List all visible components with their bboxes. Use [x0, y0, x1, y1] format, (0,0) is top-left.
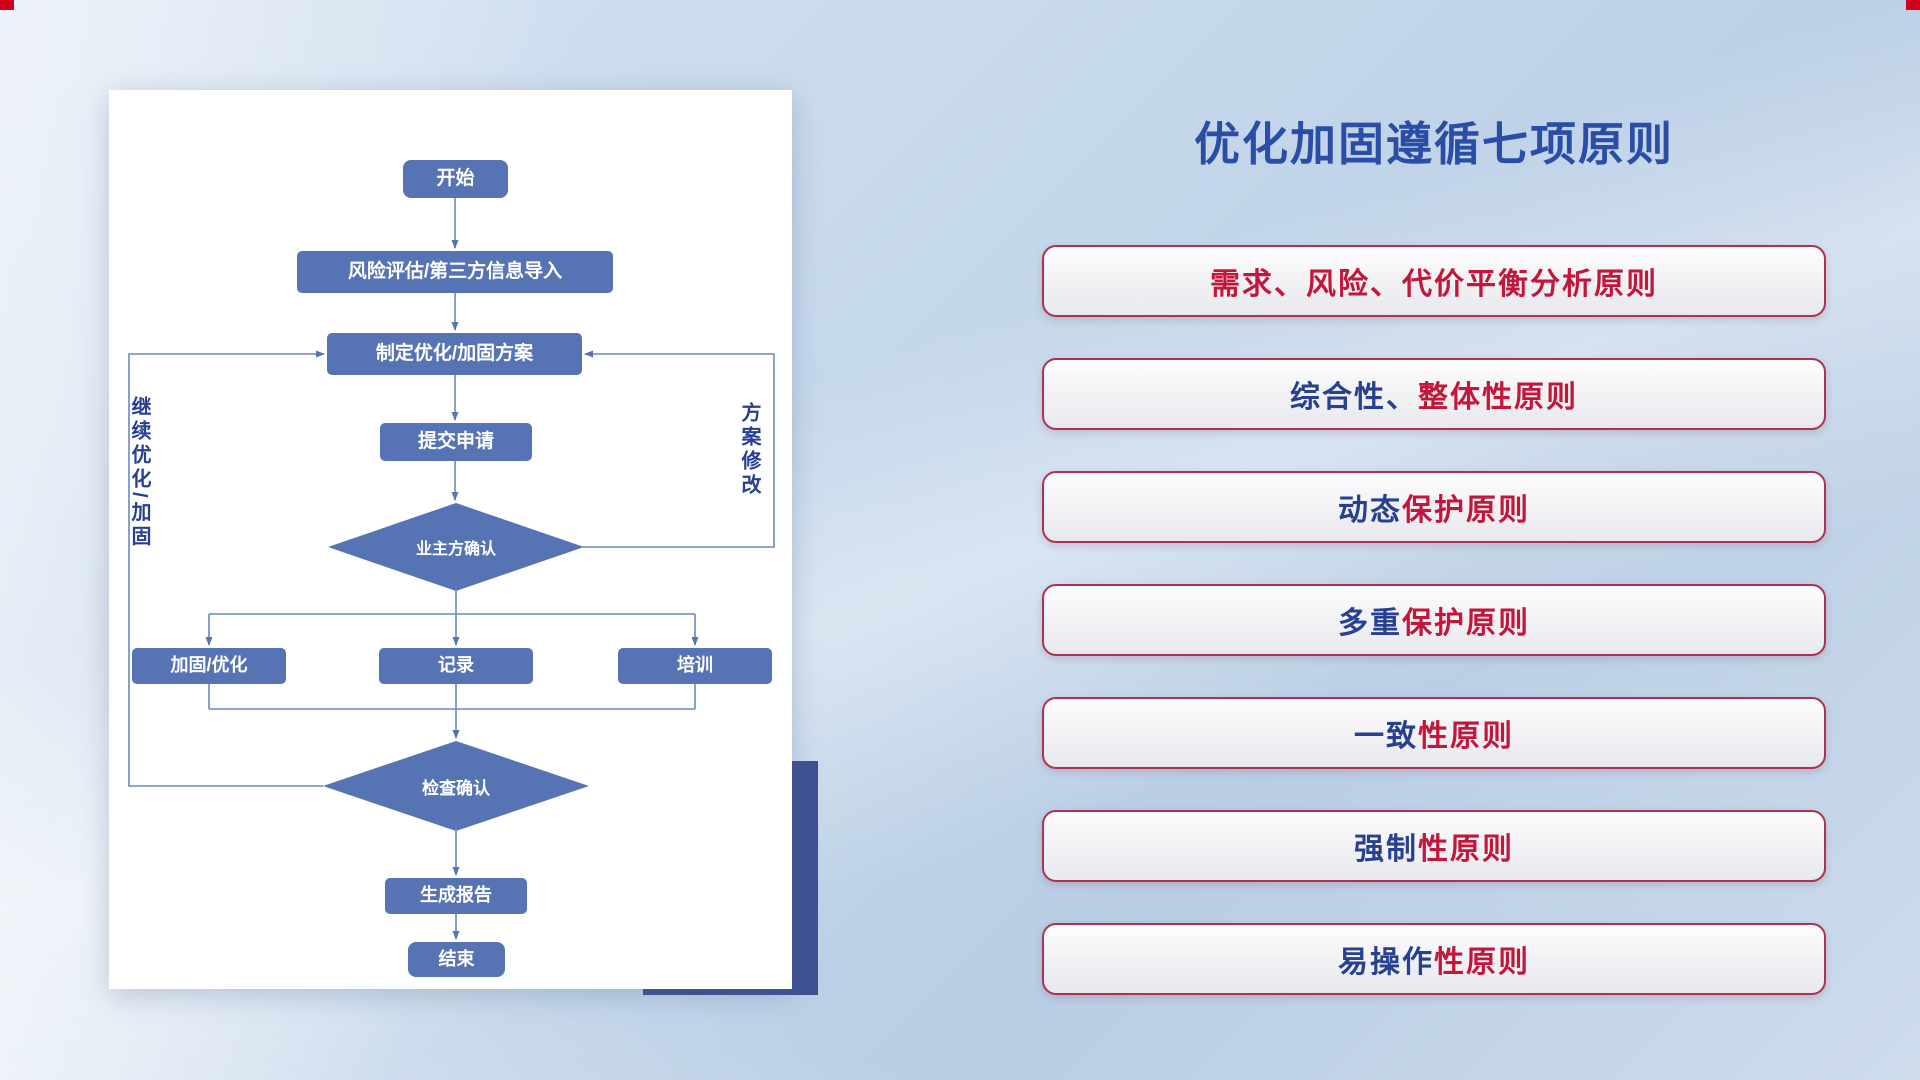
principle-text-red: 性原则: [1418, 833, 1514, 866]
flow-node-submit: 提交申请: [380, 423, 532, 461]
flow-node-make-plan: 制定优化/加固方案: [327, 333, 582, 375]
flow-loop-label-revise: 方案修改: [738, 402, 760, 498]
principle-text-blue: 综合性、: [1290, 381, 1418, 414]
principle-text-red: 整体性原则: [1418, 381, 1578, 414]
page-title: 优化加固遵循七项原则: [1194, 118, 1674, 170]
principle-text-red: 性原则: [1418, 720, 1514, 753]
principle-card-5: 一致性原则: [1042, 697, 1826, 769]
flow-node-reinforce: 加固/优化: [132, 648, 286, 684]
flow-node-record: 记录: [379, 648, 533, 684]
principle-text-blue: 一致: [1354, 720, 1418, 753]
principle-card-4: 多重保护原则: [1042, 584, 1826, 656]
principle-text-red: 性原则: [1434, 946, 1530, 979]
principles-list: 需求、风险、代价平衡分析原则 综合性、整体性原则 动态保护原则 多重保护原则 一…: [1042, 245, 1826, 995]
flow-node-report: 生成报告: [385, 878, 527, 914]
flow-loop-label-continue: 继续优化/加固: [128, 396, 150, 550]
flow-node-train: 培训: [618, 648, 772, 684]
flow-node-start: 开始: [403, 160, 508, 198]
principle-text-red: 保护原则: [1402, 607, 1530, 640]
flow-connectors: [128, 198, 775, 940]
principle-text-blue: 易操作: [1338, 946, 1434, 979]
principle-card-7: 易操作性原则: [1042, 923, 1826, 995]
principle-text-blue: 动态: [1338, 494, 1402, 527]
principle-card-1: 需求、风险、代价平衡分析原则: [1042, 245, 1826, 317]
flow-node-end: 结束: [408, 942, 505, 977]
principle-text-red: 需求、风险、代价平衡分析原则: [1210, 268, 1658, 301]
principle-text-blue: 多重: [1338, 607, 1402, 640]
principle-card-3: 动态保护原则: [1042, 471, 1826, 543]
principle-card-2: 综合性、整体性原则: [1042, 358, 1826, 430]
principle-text-red: 保护原则: [1402, 494, 1530, 527]
corner-marker-left: [0, 0, 14, 10]
flow-node-risk-import: 风险评估/第三方信息导入: [297, 251, 613, 293]
principle-text-blue: 强制: [1354, 833, 1418, 866]
corner-marker-right: [1906, 0, 1920, 10]
principle-card-6: 强制性原则: [1042, 810, 1826, 882]
flowchart-card: 开始 风险评估/第三方信息导入 制定优化/加固方案 提交申请 业主方确认 加固/…: [109, 90, 792, 989]
